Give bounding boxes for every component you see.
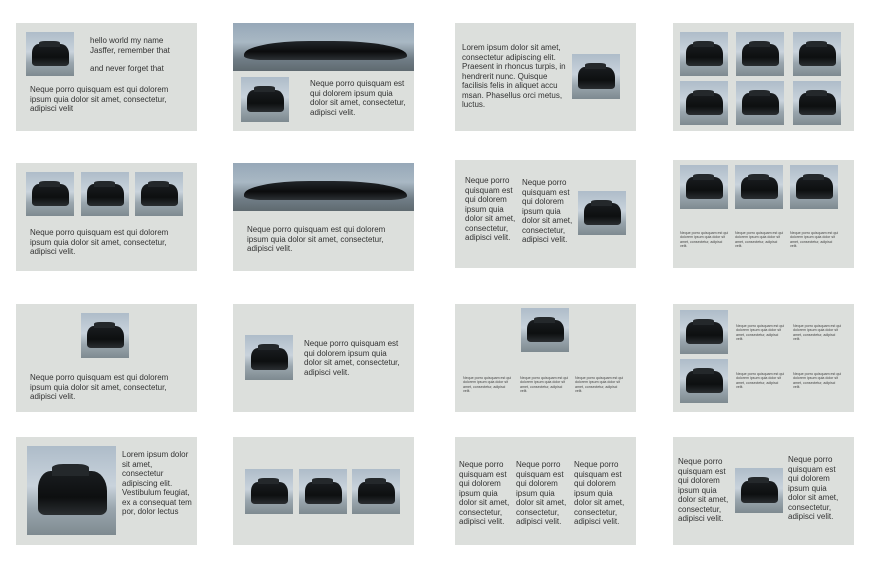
layout-card-4[interactable] (673, 23, 854, 131)
car-image (680, 165, 728, 209)
car-image (735, 468, 783, 513)
car-image (572, 54, 620, 99)
layout-card-7[interactable]: Neque porro quisquam est qui dolorem ips… (455, 160, 636, 268)
car-image (81, 172, 129, 216)
card-text: Neque porro quisquam est qui dolorem ips… (247, 225, 386, 253)
card-text: Neque porro quisquam est qui dolorem ips… (516, 460, 567, 526)
card-text: hello world my name Jasffer, remember th… (90, 36, 170, 55)
layout-card-3[interactable]: Lorem ipsum dolor sit amet, consectetur … (455, 23, 636, 131)
car-image (793, 81, 841, 125)
car-image (352, 469, 400, 514)
card-text: Neque porro quisquam est qui dolorem ips… (735, 231, 784, 249)
car-banner-image (233, 23, 414, 71)
car-banner-image (233, 163, 414, 211)
layout-card-9[interactable]: Neque porro quisquam est qui dolorem ips… (16, 304, 197, 412)
layout-card-15[interactable]: Neque porro quisquam est qui dolorem ips… (455, 437, 636, 545)
card-text: Neque porro quisquam est qui dolorem ips… (463, 376, 512, 394)
card-text: Neque porro quisquam est qui dolorem ips… (30, 373, 169, 401)
card-text: Neque porro quisquam est qui dolorem ips… (30, 228, 169, 256)
card-text: Neque porro quisquam est qui dolorem ips… (793, 372, 842, 390)
card-text: Neque porro quisquam est qui dolorem ips… (575, 376, 624, 394)
car-image (790, 165, 838, 209)
car-image (245, 469, 293, 514)
car-image (793, 32, 841, 76)
car-image (135, 172, 183, 216)
car-image (680, 310, 728, 354)
car-image (26, 32, 74, 76)
card-text: Neque porro quisquam est qui dolorem ips… (459, 460, 510, 526)
card-text: Neque porro quisquam est qui dolorem ips… (30, 85, 169, 113)
car-image (245, 335, 293, 380)
car-image (578, 191, 626, 235)
card-text: Neque porro quisquam est qui dolorem ips… (736, 324, 785, 342)
card-text: Neque porro quisquam est qui dolorem ips… (465, 176, 516, 242)
car-image (27, 446, 116, 535)
layout-card-11[interactable]: Neque porro quisquam est qui dolorem ips… (455, 304, 636, 412)
car-image (736, 32, 784, 76)
layout-card-5[interactable]: Neque porro quisquam est qui dolorem ips… (16, 163, 197, 271)
layout-card-16[interactable]: Neque porro quisquam est qui dolorem ips… (673, 437, 854, 545)
car-image (680, 81, 728, 125)
card-text: Neque porro quisquam est qui dolorem ips… (680, 231, 729, 249)
car-image (26, 172, 74, 216)
card-text: Neque porro quisquam est qui dolorem ips… (520, 376, 569, 394)
card-text: Neque porro quisquam est qui dolorem ips… (788, 455, 839, 521)
layout-card-13[interactable]: Lorem ipsum dolor sit amet, consectetur … (16, 437, 197, 545)
card-text: Neque porro quisquam est qui dolorem ips… (522, 178, 573, 244)
card-text: Neque porro quisquam est qui dolorem ips… (678, 457, 729, 523)
card-text: and never forget that (90, 64, 164, 73)
layout-card-1[interactable]: hello world my name Jasffer, remember th… (16, 23, 197, 131)
card-text: Neque porro quisquam est qui dolorem ips… (790, 231, 839, 249)
card-text: Neque porro quisquam est qui dolorem ips… (793, 324, 842, 342)
layout-card-8[interactable]: Neque porro quisquam est qui dolorem ips… (673, 160, 854, 268)
card-text: Neque porro quisquam est qui dolorem ips… (310, 79, 406, 117)
layout-card-10[interactable]: Neque porro quisquam est qui dolorem ips… (233, 304, 414, 412)
layout-card-2[interactable]: Neque porro quisquam est qui dolorem ips… (233, 23, 414, 131)
car-image (680, 359, 728, 403)
layout-card-12[interactable]: Neque porro quisquam est qui dolorem ips… (673, 304, 854, 412)
layout-card-6[interactable]: Neque porro quisquam est qui dolorem ips… (233, 163, 414, 271)
car-image (81, 313, 129, 358)
car-image (299, 469, 347, 514)
layout-card-14[interactable] (233, 437, 414, 545)
car-image (680, 32, 728, 76)
car-image (521, 308, 569, 352)
car-image (736, 81, 784, 125)
card-text: Lorem ipsum dolor sit amet, consectetur … (462, 43, 566, 109)
card-text: Neque porro quisquam est qui dolorem ips… (304, 339, 400, 377)
car-image (241, 77, 289, 122)
card-text: Neque porro quisquam est qui dolorem ips… (574, 460, 625, 526)
card-text: Lorem ipsum dolor sit amet, consectetur … (122, 450, 192, 516)
car-image (735, 165, 783, 209)
card-text: Neque porro quisquam est qui dolorem ips… (736, 372, 785, 390)
